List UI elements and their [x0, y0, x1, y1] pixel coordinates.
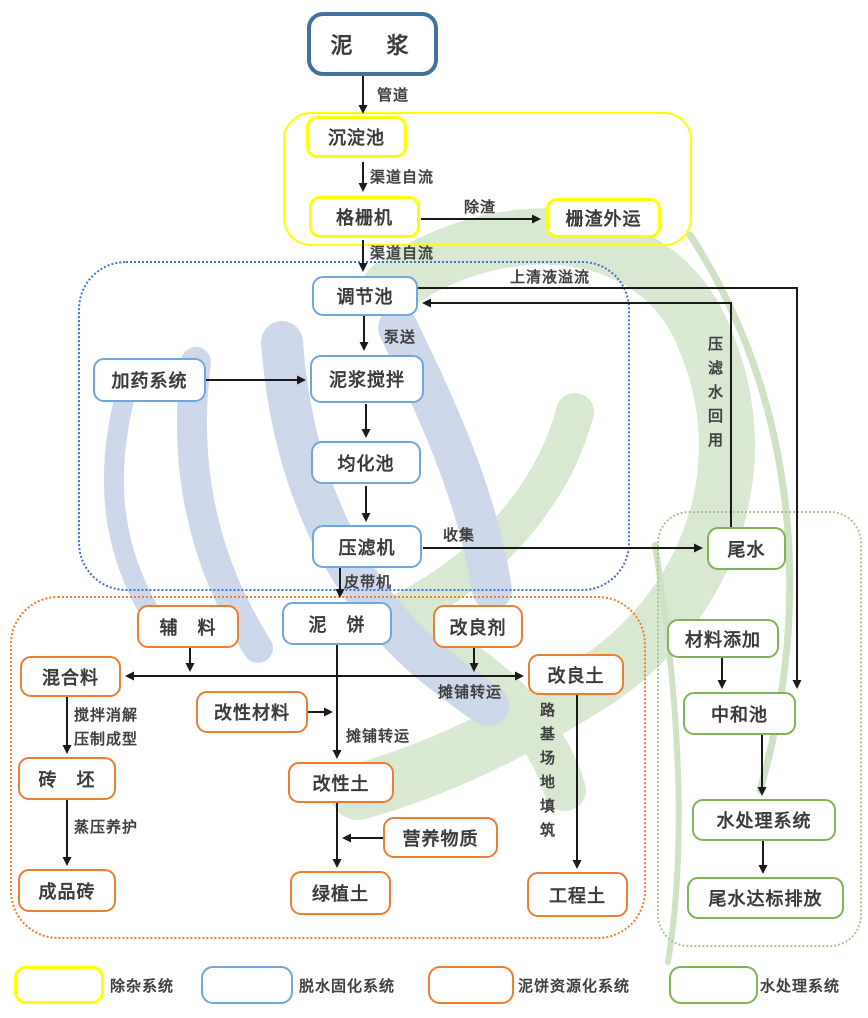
node-modified-soil: 改性土	[288, 762, 394, 803]
node-brick-blank: 砖 坯	[18, 757, 116, 800]
edge-label-mix-digest: 搅拌消解	[74, 707, 139, 724]
edge-label-press-forming: 压制成型	[74, 731, 139, 748]
edge-label-spread-transfer-1: 摊铺转运	[438, 684, 503, 701]
node-auxiliary: 辅 料	[137, 605, 239, 648]
legend-swatch-dewatering	[201, 966, 293, 1004]
node-neutralization-pool: 中和池	[683, 692, 796, 735]
edge-label-autoclave-curing: 蒸压养护	[74, 819, 139, 836]
node-dosing-system: 加药系统	[93, 358, 206, 402]
legend-swatch-mudcake-recycling	[428, 966, 514, 1004]
node-discharge: 尾水达标排放	[687, 877, 844, 919]
impurity-removal-system-container	[283, 112, 692, 246]
node-modified-material: 改性材料	[196, 691, 308, 733]
node-water-treatment: 水处理系统	[692, 799, 836, 841]
legend-label-mudcake-recycling: 泥饼资源化系统	[518, 978, 631, 995]
edge-label-roadbed-filling: 路基场地填筑	[538, 702, 555, 846]
node-grid-machine: 格栅机	[309, 196, 420, 238]
legend-label-dewatering: 脱水固化系统	[299, 978, 396, 995]
edge-label-spread-transfer-2: 摊铺转运	[346, 728, 411, 745]
legend-swatch-impurity-removal	[14, 966, 104, 1004]
legend-label-impurity-removal: 除杂系统	[110, 978, 175, 995]
legend-swatch-water-treatment	[669, 966, 758, 1004]
node-filter-press: 压滤机	[312, 525, 422, 568]
edge-label-pumping: 泵送	[384, 329, 417, 346]
edge-label-pipeline: 管道	[377, 87, 410, 104]
water-treatment-system-container	[657, 511, 862, 947]
dewatering-solidification-system-container	[78, 261, 630, 591]
edge-label-filter-water-reuse: 压滤水回用	[706, 336, 723, 456]
edge-label-belt-conveyor: 皮带机	[344, 574, 393, 591]
node-regulating-pool: 调节池	[312, 276, 418, 316]
edge-label-supernatant-overflow: 上清液溢流	[510, 269, 591, 286]
node-material-addition: 材料添加	[667, 619, 779, 658]
edge-label-channel-flow-2: 渠道自流	[370, 245, 435, 262]
edge-label-collect: 收集	[443, 527, 476, 544]
node-mud-cake: 泥 饼	[282, 602, 392, 645]
legend-label-water-treatment: 水处理系统	[760, 978, 841, 995]
node-slag-transport: 栅渣外运	[546, 198, 661, 238]
node-nutrients: 营养物质	[383, 817, 498, 858]
node-finished-brick: 成品砖	[18, 869, 116, 912]
edge-label-channel-flow-1: 渠道自流	[370, 169, 435, 186]
node-settling-pool: 沉淀池	[306, 116, 407, 158]
mudcake-recycling-system-container	[10, 596, 646, 939]
node-improver: 改良剂	[433, 605, 523, 648]
edge-label-scum-removal: 除渣	[464, 199, 497, 216]
node-improved-soil: 改良土	[528, 654, 624, 695]
node-green-soil: 绿植土	[290, 871, 391, 915]
node-slurry-mixing: 泥浆搅拌	[310, 355, 424, 403]
node-engineering-soil: 工程土	[527, 872, 628, 917]
node-homogenizing-pool: 均化池	[311, 441, 421, 484]
node-mud: 泥 浆	[307, 12, 438, 76]
node-tail-water: 尾水	[707, 527, 786, 570]
node-mixture: 混合料	[20, 656, 121, 697]
